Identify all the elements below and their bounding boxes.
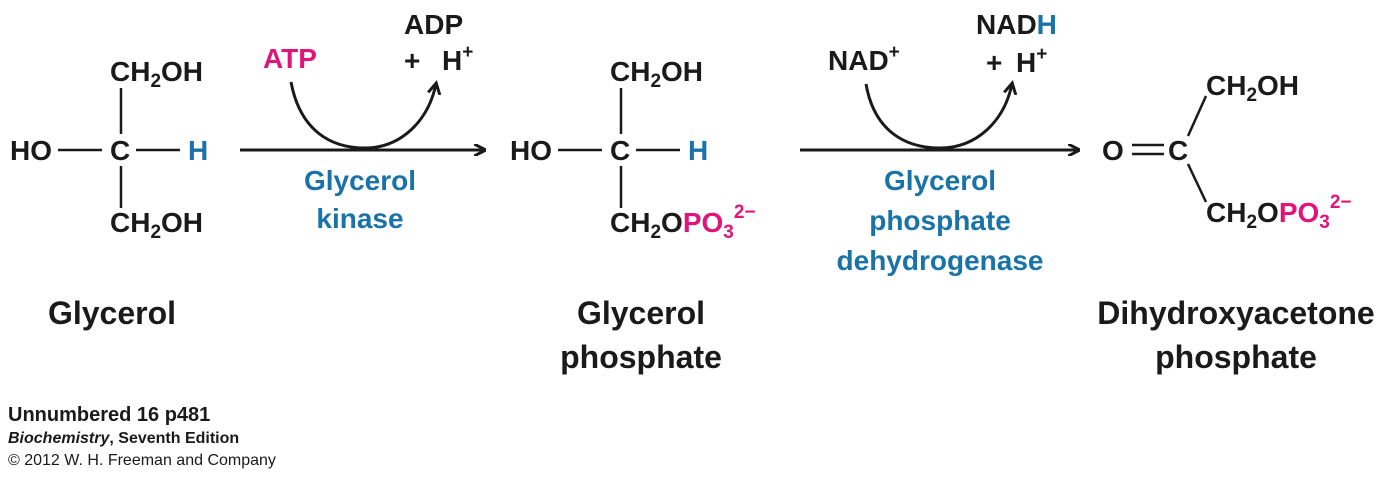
- dhap-structure: O C CH2OH CH2OPO32− Dihydroxyacetone pho…: [1097, 70, 1374, 375]
- book-title-line: Biochemistry, Seventh Edition: [8, 428, 276, 450]
- dhap-bond-up: [1186, 95, 1208, 137]
- gp-bottom-group: CH2OPO32−: [610, 202, 756, 243]
- proton-label-2: H+: [1016, 44, 1047, 78]
- plus-sign-2: +: [986, 47, 1002, 78]
- dhap-bond-down: [1186, 163, 1208, 203]
- gp-name-line2: phosphate: [560, 339, 722, 375]
- glycerol-name: Glycerol: [48, 295, 176, 331]
- book-edition: , Seventh Edition: [109, 430, 240, 447]
- glycerol-center-c: C: [110, 135, 130, 166]
- plus-sign-1: +: [404, 45, 420, 76]
- dhap-center-c: C: [1168, 135, 1188, 166]
- reaction-step-1: ATP ADP + H+ Glycerol kinase: [240, 9, 484, 234]
- dhap-top-group: CH2OH: [1206, 70, 1299, 106]
- nad-plus-label: NAD+: [828, 42, 900, 76]
- cofactor-curve-arrow-2: [864, 84, 1012, 150]
- gp-name-line1: Glycerol: [577, 295, 705, 331]
- enzyme-gpdh-line2: phosphate: [869, 205, 1011, 236]
- dhap-name-line2: phosphate: [1155, 339, 1317, 375]
- glycerol-top-group: CH2OH: [110, 56, 203, 92]
- enzyme-gpdh-line3: dehydrogenase: [837, 245, 1044, 276]
- gp-top-group: CH2OH: [610, 56, 703, 92]
- enzyme-glycerol-kinase-line1: Glycerol: [304, 165, 416, 196]
- dhap-name-line1: Dihydroxyacetone: [1097, 295, 1374, 331]
- adp-label: ADP: [404, 9, 463, 40]
- book-title: Biochemistry: [8, 430, 110, 447]
- enzyme-gpdh-line1: Glycerol: [884, 165, 996, 196]
- figure-number: Unnumbered 16 p481: [8, 404, 211, 426]
- atp-label: ATP: [263, 43, 317, 74]
- copyright: © 2012 W. H. Freeman and Company: [8, 452, 276, 469]
- nadh-label: NADH: [976, 9, 1057, 40]
- gp-center-c: C: [610, 135, 630, 166]
- proton-label-1: H+: [442, 42, 473, 76]
- glycerol-right-h: H: [188, 135, 208, 166]
- cofactor-curve-arrow-1: [289, 82, 436, 150]
- dhap-oxygen: O: [1102, 135, 1124, 166]
- glycerol-bottom-group: CH2OH: [110, 207, 203, 243]
- figure-caption: Unnumbered 16 p481 Biochemistry, Seventh…: [8, 402, 276, 472]
- enzyme-glycerol-kinase-line2: kinase: [316, 203, 403, 234]
- dhap-bottom-group: CH2OPO32−: [1206, 192, 1352, 233]
- glycerol-structure: CH2OH HO C H CH2OH Glycerol: [10, 56, 208, 331]
- reaction-step-2: NAD+ NADH + H+ Glycerol phosphate dehydr…: [800, 9, 1078, 276]
- gp-right-h: H: [688, 135, 708, 166]
- glycerol-left-ho: HO: [10, 135, 52, 166]
- gp-left-ho: HO: [510, 135, 552, 166]
- glycerol-phosphate-structure: CH2OH HO C H CH2OPO32− Glycerol phosphat…: [510, 56, 756, 375]
